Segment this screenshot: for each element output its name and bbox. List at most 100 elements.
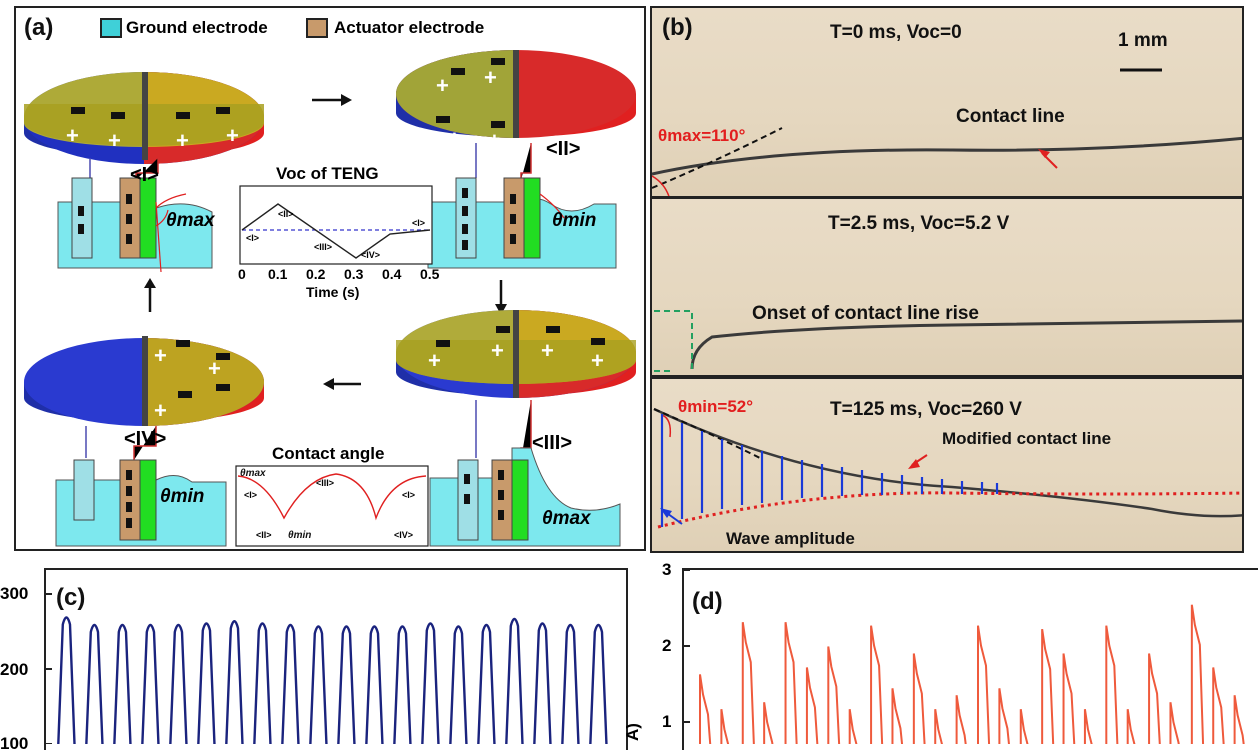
legend-actuator-label: Actuator electrode [334,18,485,37]
theta-min-label-top: θmin [552,210,597,231]
current-spike [1083,709,1093,744]
d-plot-frame [682,568,1258,750]
panel-a: (a) Ground electrode Actuator electrode … [14,6,646,551]
scale-bar-label: 1 mm [1118,30,1168,51]
panel-b-frame-2: T=2.5 ms, Voc=5.2 V Onset of contact lin… [650,197,1244,377]
current-spike [699,674,712,744]
svg-text:<I>: <I> [246,233,259,243]
voc-tick-2: 0.2 [306,266,326,282]
disk-state-III: + + + + [396,310,636,398]
svg-text:<I>: <I> [412,218,425,228]
pulse-peak [113,623,132,744]
svg-text:<II>: <II> [278,209,294,219]
c-panel-label: (c) [56,584,86,611]
current-spike [977,625,991,744]
d-ytick-3: 3 [662,560,672,579]
pulse-peak [141,623,160,744]
panel-b-frame-3: θmin=52° T=125 ms, Voc=260 V Modified co… [650,377,1244,553]
water-tank-state-I [57,177,213,273]
current-spike [998,688,1010,744]
theta-min-label-bottom: θmin [160,486,205,507]
pulse-peak [421,622,440,744]
current-spike [1062,653,1076,744]
current-spike [763,702,774,744]
pulse-peak [533,622,552,744]
c-ytick-300: 300 [0,584,29,603]
current-spike [827,646,841,744]
contact-line-label: Contact line [956,106,1065,127]
d-ytick-1: 1 [662,712,672,731]
current-spike [891,688,904,744]
pulse-peak [589,623,608,744]
contact-angle-inset-chart: <III> <I> <I> <II> <IV> [235,465,429,547]
current-spike [1233,695,1245,744]
pulse-peak [561,623,580,744]
theta-max-label-bottom: θmax [542,508,591,529]
svg-text:+: + [488,128,501,153]
pulse-peak [449,625,468,744]
panel-b-label: (b) [662,14,693,41]
svg-text:+: + [108,128,121,153]
current-spike [1148,653,1161,744]
svg-text:+: + [591,348,604,373]
pulse-peak [365,625,384,744]
svg-text:+: + [484,65,497,90]
d-ylabel-fragment: A) [622,723,642,741]
voc-title: Voc of TENG [276,164,379,183]
current-spike [1190,604,1205,744]
current-spike [805,667,819,744]
pulse-peak [393,625,412,744]
disk-state-IV: + + + [24,336,264,426]
pulse-peak [477,623,496,744]
voc-tick-1: 0.1 [268,266,288,282]
theta-max-label-top: θmax [166,210,215,231]
wave-amplitude-label: Wave amplitude [726,529,855,548]
voc-tick-0: 0 [238,266,246,282]
d-plot [682,569,1245,744]
voc-tick-5: 0.5 [420,266,440,282]
legend-ground-label: Ground electrode [126,18,268,37]
svg-text:+: + [208,356,221,381]
ca-theta-min-label: θmin [288,530,312,541]
actuator-electrode-swatch [306,18,328,38]
onset-label: Onset of contact line rise [752,303,979,324]
pulse-peak [253,622,272,744]
panel-a-diagram: + + + + + + + + [24,50,636,547]
svg-text:+: + [436,73,449,98]
c-plot-frame [44,568,628,750]
current-spike [1041,629,1055,744]
current-spike [1126,709,1136,744]
c-plot [44,593,608,744]
pulse-peak [337,625,356,744]
water-tank-state-II [427,177,617,269]
current-spike [741,622,755,744]
ca-theta-max-label: θmax [240,468,266,479]
frame-2-title: T=2.5 ms, Voc=5.2 V [828,213,1010,234]
d-panel-label: (d) [692,588,723,615]
current-spike [1019,709,1029,744]
current-spike [1105,625,1119,744]
svg-text:+: + [448,126,461,151]
frame-3-wave [653,407,1242,529]
svg-text:+: + [428,348,441,373]
svg-text:+: + [226,123,239,148]
panel-d: 3 2 1 A) (d) [623,560,1258,750]
frame-3-title: T=125 ms, Voc=260 V [830,399,1022,420]
frame-2-contact-line [654,310,1242,372]
c-ytick-200: 200 [0,660,29,679]
svg-text:<III>: <III> [316,478,334,488]
pulse-peak [197,622,216,744]
pulse-peak [57,616,76,744]
svg-text:+: + [176,128,189,153]
ground-electrode-swatch [100,18,122,38]
current-spike [848,709,858,744]
current-spike [934,709,943,744]
state-label-II: <II> [546,138,581,160]
current-spike [784,622,798,744]
pulse-peak [309,625,328,744]
voc-inset-chart: <II> <I> <III> <IV> <I> [239,185,433,265]
state-label-I: <I> [130,164,159,186]
current-spike [912,653,926,744]
current-spike [955,695,967,744]
svg-text:<I>: <I> [244,490,257,500]
